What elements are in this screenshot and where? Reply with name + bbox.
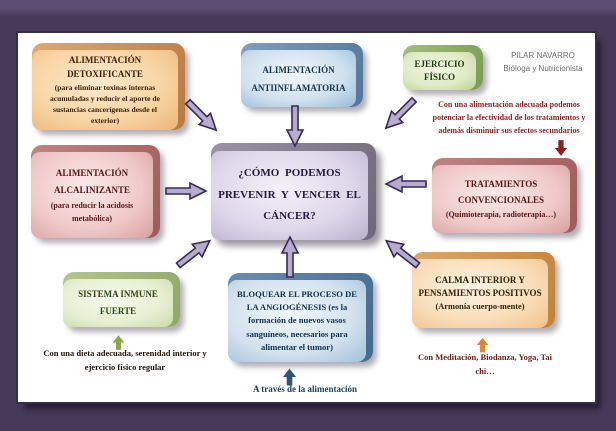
orange-up-arrow: [476, 331, 489, 354]
node-alimentacion-alcalinizante: ALIMENTACIÓN ALCALINIZANTE (para reducir…: [31, 145, 160, 238]
arrow-ejercicio-to-center: [377, 91, 424, 138]
author-name: PILAR NAVARRO: [511, 51, 575, 60]
node-title: ALIMENTACIÓN DETOXIFICANTE: [67, 55, 143, 79]
arrow-tratamientos-to-center: [384, 173, 428, 195]
node-calma-interior: CALMA INTERIOR Y PENSAMIENTOS POSITIVOS …: [412, 252, 555, 328]
node-title: TRATAMIENTOS CONVENCIONALES: [457, 179, 544, 205]
node-tratamientos-convencionales: TRATAMIENTOS CONVENCIONALES (Quimioterap…: [432, 158, 577, 233]
arrow-inmune-to-center: [170, 231, 218, 275]
red-down-arrow: [554, 139, 568, 162]
arrow-angiogenesis-to-center: [279, 235, 301, 279]
node-title: SISTEMA INMUNE FUERTE: [78, 288, 158, 316]
node-title: ALIMENTACIÓN ALCALINIZANTE: [53, 167, 131, 195]
node-title: EJERCICIO FÍSICO: [414, 58, 465, 83]
node-ejercicio-fisico: EJERCICIO FÍSICO: [403, 45, 483, 90]
node-title: ALIMENTACIÓN ANTIINFLAMATORIA: [251, 64, 346, 93]
node-subtitle: (para reducir la acidosis metabólica): [50, 200, 134, 223]
green-up-arrow: [112, 328, 125, 352]
arrow-antiinflamatoria-to-center: [284, 104, 306, 148]
node-alimentacion-antiinflamatoria: ALIMENTACIÓN ANTIINFLAMATORIA: [241, 43, 363, 107]
node-center-question: ¿CÓMO PODEMOS PREVENIR Y VENCER EL CÁNCE…: [211, 143, 376, 240]
author-credit: PILAR NAVARRO Bióloga y Nutricionista: [485, 50, 601, 76]
navy-up-arrow: [282, 362, 297, 387]
arrow-alcalinizante-to-center: [164, 180, 208, 202]
node-sistema-inmune-fuerte: SISTEMA INMUNE FUERTE: [63, 272, 180, 327]
node-subtitle: (para eliminar toxinas internas acumulad…: [49, 83, 161, 125]
diagram-board: ALIMENTACIÓN DETOXIFICANTE (para elimina…: [18, 33, 595, 402]
author-role: Bióloga y Nutricionista: [503, 63, 583, 73]
node-alimentacion-detoxificante: ALIMENTACIÓN DETOXIFICANTE (para elimina…: [32, 43, 185, 130]
node-subtitle: (Armonía cuerpo-mente): [435, 301, 525, 311]
note-tratamientos: Con una alimentación adecuada podemos po…: [432, 100, 586, 135]
node-subtitle: (Quimioterapia, radioterapia…): [445, 210, 557, 219]
arrow-calma-to-center: [378, 231, 426, 275]
node-bloquear-angiogenesis: BLOQUEAR EL PROCESO DE LA ANGIOGÉNESIS (…: [228, 273, 373, 362]
node-title: CALMA INTERIOR Y PENSAMIENTOS POSITIVOS: [418, 274, 542, 298]
node-title: BLOQUEAR EL PROCESO DE LA ANGIOGÉNESIS (…: [236, 288, 358, 352]
note-angiogenesis: A través de la alimentación: [253, 384, 357, 394]
arrow-detox-to-center: [179, 93, 226, 140]
note-calma: Con Meditación, Biodanza, Yoga, Tai chi…: [417, 352, 553, 377]
note-sistema-inmune: Con una dieta adecuada, serenidad interi…: [43, 348, 207, 373]
center-question-title: ¿CÓMO PODEMOS PREVENIR Y VENCER EL CÁNCE…: [218, 167, 361, 223]
